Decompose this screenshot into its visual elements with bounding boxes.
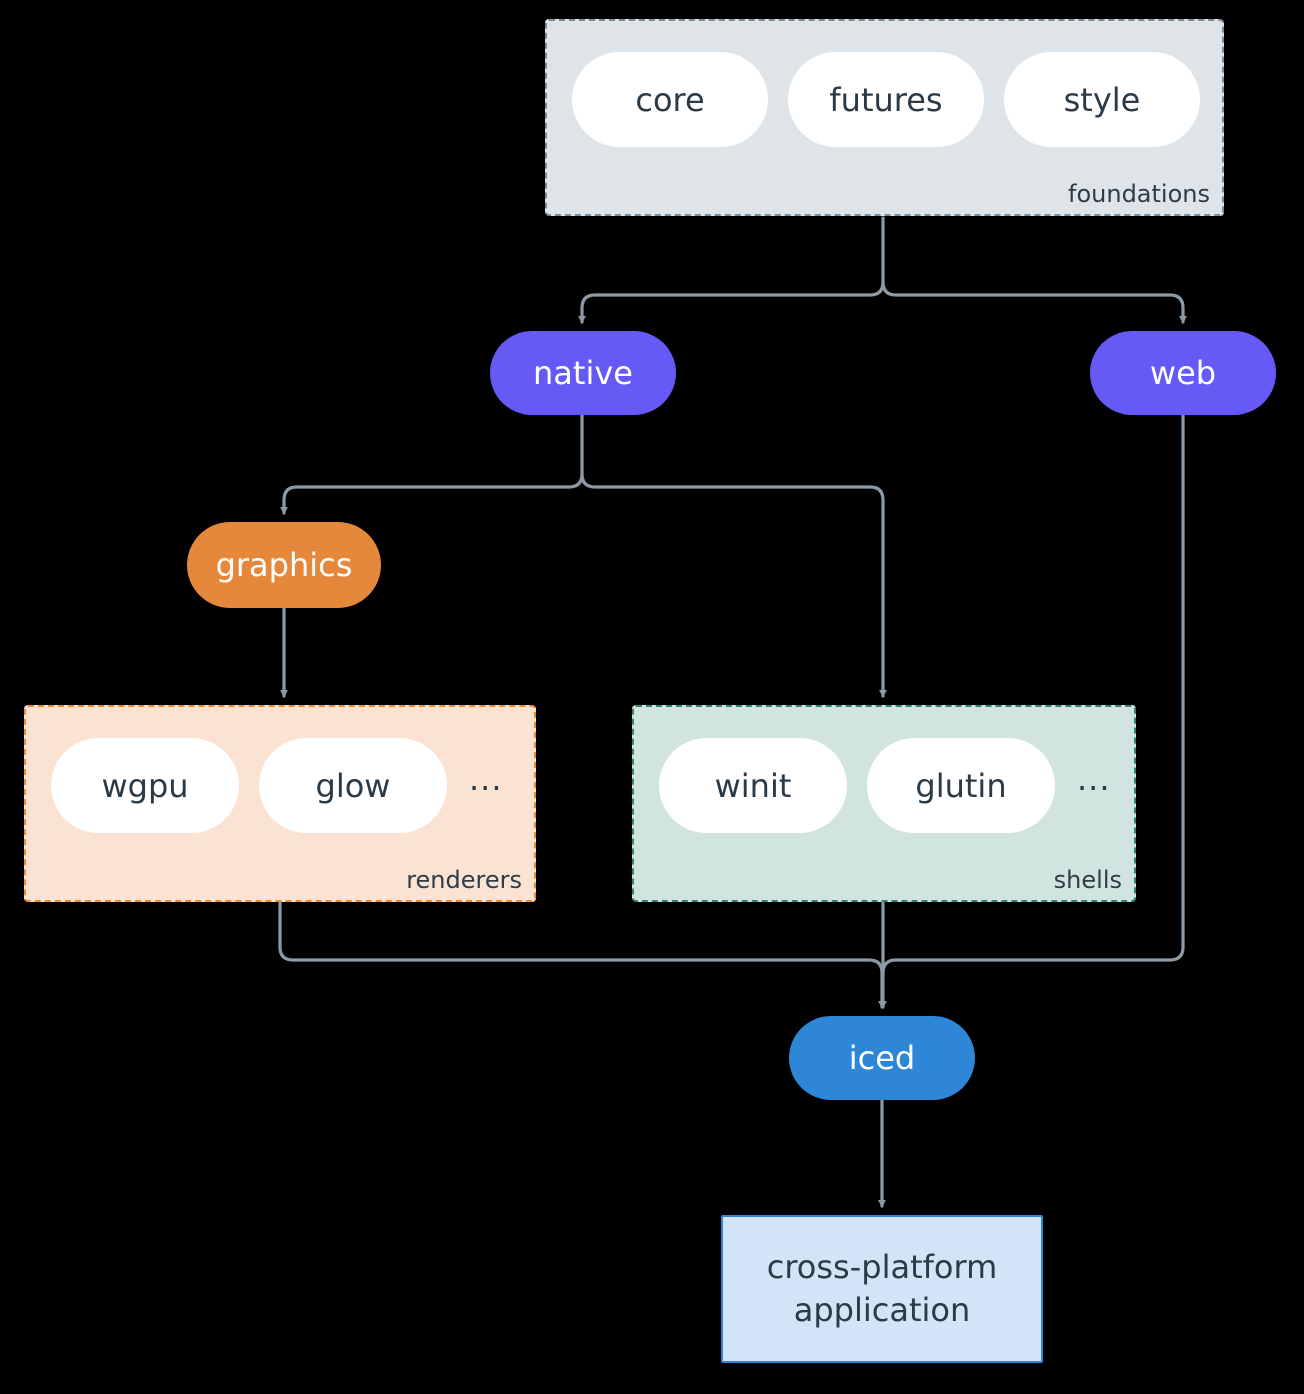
edge-foundations-to-web xyxy=(881,280,1187,324)
node-iced[interactable]: iced xyxy=(789,1016,975,1100)
group-foundations-label: foundations xyxy=(1068,180,1210,208)
group-foundations: core futures style foundations xyxy=(545,19,1224,216)
foundations-items: core futures style xyxy=(572,52,1200,147)
group-renderers-label: renderers xyxy=(406,866,522,894)
leaf-core-label: core xyxy=(635,80,705,119)
leaf-glow-label: glow xyxy=(315,766,391,805)
leaf-winit-label: winit xyxy=(714,766,792,805)
application-label-line2: application xyxy=(793,1291,971,1329)
edge-native-to-graphics xyxy=(280,413,584,515)
group-renderers: wgpu glow ... renderers xyxy=(24,705,536,902)
leaf-futures-label: futures xyxy=(829,80,943,119)
edge-renderers-to-iced xyxy=(278,901,886,1009)
group-shells: winit glutin ... shells xyxy=(632,705,1136,902)
node-native[interactable]: native xyxy=(490,331,676,415)
leaf-core[interactable]: core xyxy=(572,52,768,147)
shells-items: winit glutin ... xyxy=(659,738,1111,833)
leaf-style[interactable]: style xyxy=(1004,52,1200,147)
node-graphics[interactable]: graphics xyxy=(187,522,381,608)
node-iced-label: iced xyxy=(848,1039,916,1077)
leaf-wgpu-label: wgpu xyxy=(101,766,189,805)
node-web[interactable]: web xyxy=(1090,331,1276,415)
shells-more-label: ... xyxy=(1077,759,1111,798)
edge-foundations-to-native xyxy=(578,216,885,324)
leaf-wgpu[interactable]: wgpu xyxy=(51,738,239,833)
application-label-line1: cross-platform xyxy=(766,1247,998,1286)
node-graphics-label: graphics xyxy=(215,546,353,584)
group-shells-label: shells xyxy=(1053,866,1122,894)
node-cross-platform-application[interactable]: cross-platform application xyxy=(721,1215,1043,1363)
renderers-items: wgpu glow ... xyxy=(51,738,503,833)
edge-native-to-shells xyxy=(580,472,887,698)
renderers-more-label: ... xyxy=(469,759,503,798)
leaf-futures[interactable]: futures xyxy=(788,52,984,147)
leaf-glow[interactable]: glow xyxy=(259,738,447,833)
leaf-style-label: style xyxy=(1063,80,1141,119)
leaf-glutin-label: glutin xyxy=(915,766,1007,805)
node-native-label: native xyxy=(533,354,633,392)
leaf-winit[interactable]: winit xyxy=(659,738,847,833)
node-web-label: web xyxy=(1149,354,1217,392)
leaf-glutin[interactable]: glutin xyxy=(867,738,1055,833)
